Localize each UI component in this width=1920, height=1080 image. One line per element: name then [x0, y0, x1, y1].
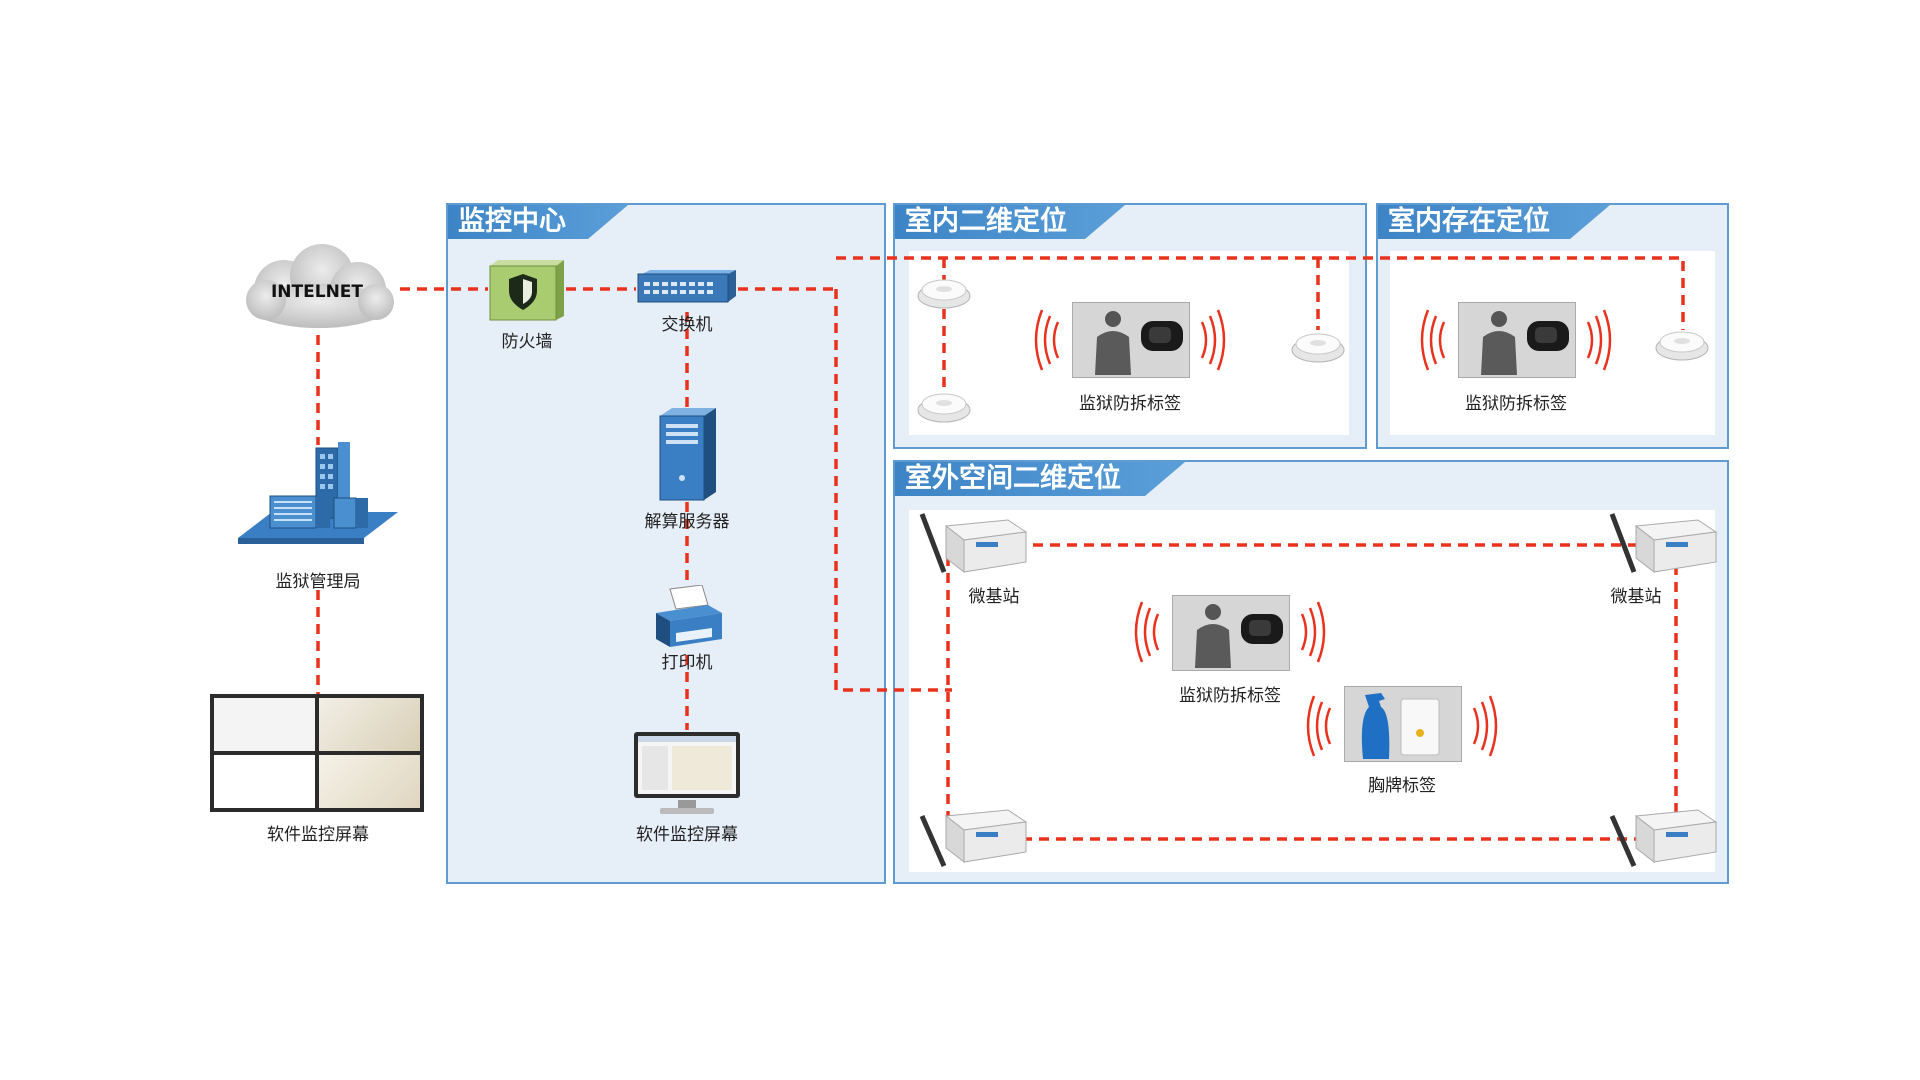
video-wall-icon: [210, 694, 424, 812]
switch-icon: [637, 270, 736, 303]
server-label: 解算服务器: [644, 512, 730, 532]
cloud-label: INTELNET: [270, 282, 364, 302]
printer-label: 打印机: [661, 653, 713, 673]
ceiling-sensor-icon: [917, 393, 971, 423]
indoor-tag-label: 监狱防拆标签: [1079, 394, 1181, 414]
switch-label: 交换机: [661, 315, 713, 335]
ceiling-sensor-icon: [1655, 331, 1709, 361]
panel-title: 监控中心: [448, 205, 628, 239]
firewall-label: 防火墙: [501, 332, 553, 352]
micro-base-station-icon: [919, 513, 1028, 574]
firewall-icon: [489, 260, 564, 321]
presence-tag-label: 监狱防拆标签: [1465, 394, 1567, 414]
badge-tag-label: 胸牌标签: [1368, 776, 1436, 796]
signal-waves-icon: [1306, 695, 1498, 757]
panel-title: 室内二维定位: [895, 205, 1125, 239]
panel-title: 室内存在定位: [1378, 205, 1610, 239]
ceiling-sensor-icon: [917, 279, 971, 309]
prisoner-wristband-icon: [1095, 311, 1183, 375]
building-icon: [238, 442, 398, 544]
station-tl-label: 微基站: [968, 587, 1020, 607]
signal-waves-icon: [1420, 309, 1612, 371]
monitor-icon: [634, 732, 740, 814]
micro-base-station-icon: [1609, 513, 1718, 574]
anti-tamper-tag-image: [1458, 302, 1576, 378]
station-tr-label: 微基站: [1610, 587, 1662, 607]
outdoor-tag-label: 监狱防拆标签: [1179, 686, 1281, 706]
anti-tamper-tag-image: [1172, 595, 1290, 671]
badge-tag-image: [1344, 686, 1462, 762]
left-screens-label: 软件监控屏幕: [267, 825, 369, 845]
signal-waves-icon: [1134, 601, 1326, 663]
internet-cloud-icon: [246, 244, 394, 328]
micro-base-station-icon: [1609, 809, 1718, 868]
bureau-label: 监狱管理局: [275, 572, 361, 592]
micro-base-station-icon: [919, 809, 1028, 868]
guard-badge-icon: [1361, 693, 1440, 759]
prisoner-wristband-icon: [1195, 604, 1283, 668]
monitor-screen-label: 软件监控屏幕: [636, 825, 738, 845]
printer-icon: [656, 585, 722, 647]
anti-tamper-tag-image: [1072, 302, 1190, 378]
server-icon: [659, 408, 716, 501]
panel-title: 室外空间二维定位: [895, 462, 1185, 496]
signal-waves-icon: [1034, 309, 1226, 371]
prisoner-wristband-icon: [1481, 311, 1569, 375]
ceiling-sensor-icon: [1291, 333, 1345, 363]
